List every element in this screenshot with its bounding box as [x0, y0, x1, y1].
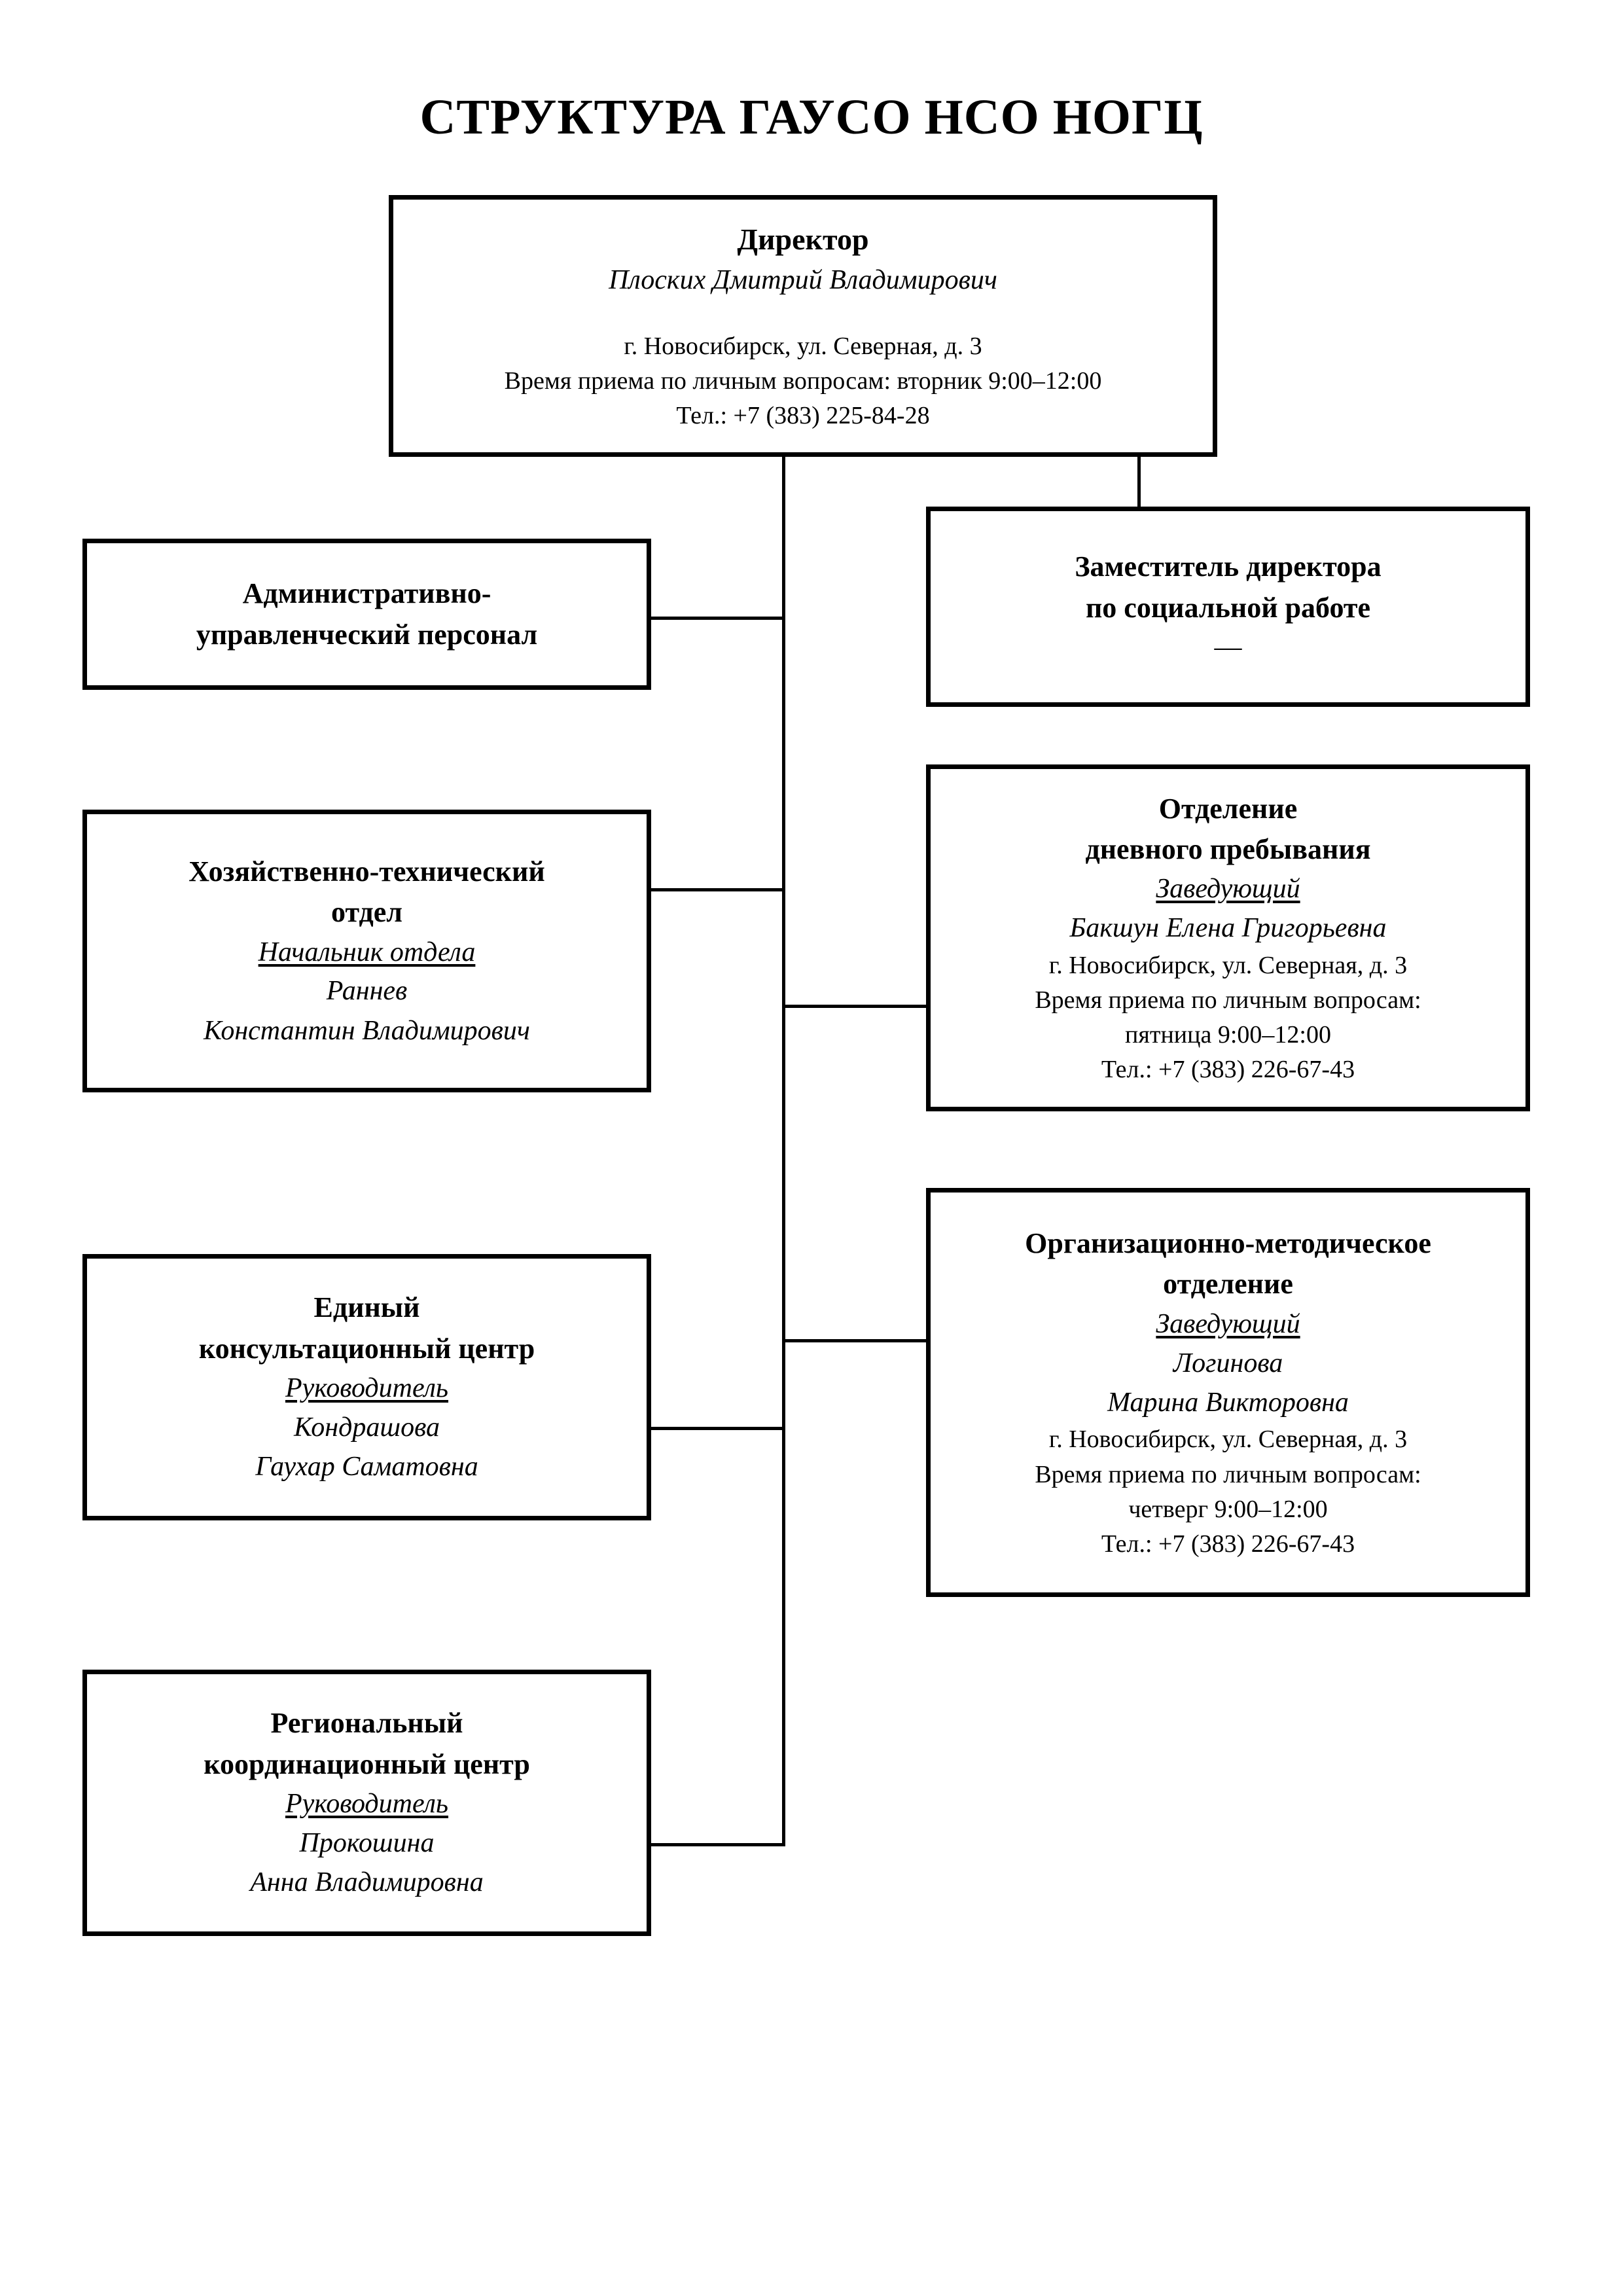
- consult-center-role: Руководитель: [285, 1373, 449, 1404]
- deputy-person: —: [1214, 632, 1242, 663]
- admin-staff-title-line2: управленческий персонал: [196, 618, 538, 651]
- regional-center-title-line2: координационный центр: [204, 1748, 530, 1780]
- day-stay-title-line2: дневного пребывания: [1085, 833, 1371, 865]
- connector-to-consult-center: [651, 1427, 785, 1430]
- day-stay-address: г. Новосибирск, ул. Северная, д. 3: [1048, 951, 1408, 979]
- regional-center-role: Руководитель: [285, 1789, 449, 1820]
- node-consultation-center[interactable]: Единый консультационный центр Руководите…: [82, 1254, 651, 1520]
- org-method-reception-line2: четверг 9:00–12:00: [1128, 1495, 1328, 1523]
- consult-center-title-line2: консультационный центр: [198, 1332, 535, 1365]
- org-method-person-line2: Марина Викторовна: [1107, 1387, 1349, 1418]
- org-method-address: г. Новосибирск, ул. Северная, д. 3: [1048, 1426, 1408, 1454]
- node-day-stay-department[interactable]: Отделение дневного пребывания Заведующий…: [926, 764, 1530, 1111]
- node-director[interactable]: Директор Плоских Дмитрий Владимирович г.…: [389, 195, 1217, 457]
- admin-staff-title-line1: Административно-: [242, 577, 491, 610]
- deputy-title-line1: Заместитель директора: [1075, 550, 1382, 583]
- tech-department-person-line1: Раннев: [326, 976, 408, 1007]
- tech-department-title-line2: отдел: [331, 896, 402, 929]
- node-tech-department[interactable]: Хозяйственно-технический отдел Начальник…: [82, 810, 651, 1092]
- node-org-methodical-department[interactable]: Организационно-методическое отделение За…: [926, 1188, 1530, 1597]
- connector-director-to-deputy: [1137, 454, 1141, 508]
- node-deputy-director[interactable]: Заместитель директора по социальной рабо…: [926, 507, 1530, 707]
- connector-to-tech-department: [651, 888, 785, 891]
- connector-to-day-stay: [782, 1005, 929, 1008]
- tech-department-role: Начальник отдела: [258, 937, 476, 967]
- connector-trunk-vertical: [782, 454, 785, 1846]
- consult-center-person-line1: Кондрашова: [293, 1412, 440, 1443]
- director-phone: Тел.: +7 (383) 225-84-28: [676, 402, 930, 430]
- tech-department-person-line2: Константин Владимирович: [204, 1015, 530, 1046]
- connector-to-admin-staff: [651, 617, 785, 620]
- regional-center-title-line1: Региональный: [270, 1707, 463, 1740]
- day-stay-reception-line2: пятница 9:00–12:00: [1125, 1021, 1331, 1049]
- node-administrative-staff[interactable]: Административно- управленческий персонал: [82, 539, 651, 690]
- day-stay-person: Бакшун Елена Григорьевна: [1069, 913, 1387, 944]
- director-role-title: Директор: [737, 222, 869, 256]
- connector-to-org-method: [782, 1339, 929, 1342]
- consult-center-person-line2: Гаухар Саматовна: [255, 1452, 478, 1482]
- node-regional-center[interactable]: Региональный координационный центр Руков…: [82, 1670, 651, 1936]
- regional-center-person-line1: Прокошина: [299, 1827, 435, 1858]
- day-stay-role: Заведующий: [1156, 874, 1300, 905]
- consult-center-title-line1: Единый: [313, 1291, 420, 1324]
- org-method-title-line1: Организационно-методическое: [1025, 1227, 1431, 1259]
- org-method-reception-line1: Время приема по личным вопросам:: [1035, 1460, 1421, 1488]
- day-stay-title-line1: Отделение: [1158, 792, 1298, 825]
- deputy-title-line2: по социальной работе: [1085, 591, 1371, 624]
- page-title: СТРУКТУРА ГАУСО НСО НОГЦ: [419, 90, 1204, 145]
- director-person: Плоских Дмитрий Владимирович: [609, 265, 997, 296]
- day-stay-reception-line1: Время приема по личным вопросам:: [1035, 986, 1421, 1014]
- director-reception-hours: Время приема по личным вопросам: вторник…: [504, 367, 1102, 395]
- tech-department-title-line1: Хозяйственно-технический: [188, 855, 545, 888]
- org-method-phone: Тел.: +7 (383) 226-67-43: [1101, 1530, 1355, 1558]
- day-stay-phone: Тел.: +7 (383) 226-67-43: [1101, 1056, 1355, 1084]
- director-address: г. Новосибирск, ул. Северная, д. 3: [624, 332, 982, 360]
- regional-center-person-line2: Анна Владимировна: [250, 1867, 484, 1898]
- org-method-role: Заведующий: [1156, 1308, 1300, 1339]
- connector-to-regional-center: [651, 1843, 785, 1846]
- org-method-title-line2: отделение: [1163, 1268, 1293, 1300]
- org-method-person-line1: Логинова: [1173, 1348, 1283, 1378]
